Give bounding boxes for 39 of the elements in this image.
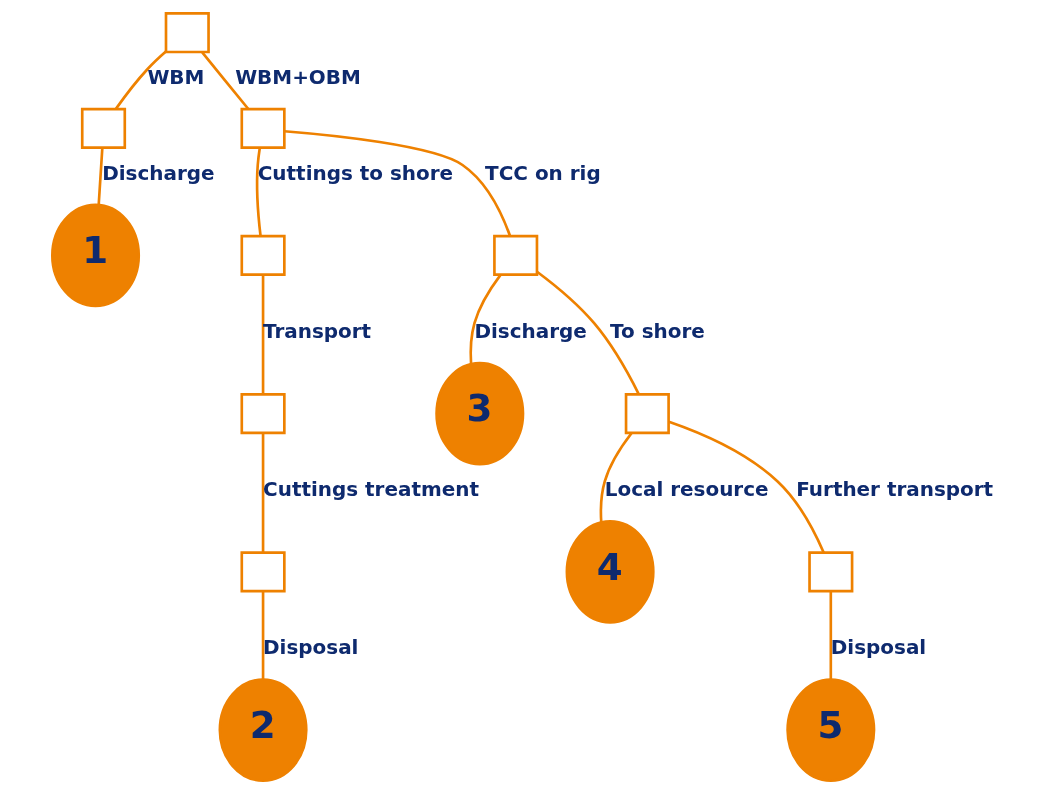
- edge-label: Disposal: [262, 635, 358, 660]
- node-ellipse: 5: [785, 678, 875, 782]
- node-ellipse: 3: [434, 361, 524, 466]
- edge-label: WBM: [146, 64, 204, 89]
- node-ellipse: 4: [565, 520, 655, 624]
- connector: [535, 270, 640, 395]
- connector: [114, 50, 167, 110]
- node-box: [807, 551, 853, 593]
- connector: [261, 275, 264, 395]
- edge-label: Local resource: [604, 477, 769, 502]
- connector: [283, 129, 511, 237]
- node-ellipse: 1: [50, 203, 140, 308]
- edge-label: TCC on rig: [484, 160, 601, 185]
- node-ellipse: 2: [218, 678, 308, 782]
- edge-label: Discharge: [473, 318, 587, 343]
- connector: [599, 432, 633, 523]
- edge-label: Disposal: [830, 635, 926, 660]
- connector: [96, 148, 104, 205]
- node-box: [624, 393, 670, 435]
- node-box: [239, 393, 286, 435]
- connector: [255, 147, 262, 237]
- connector: [261, 433, 264, 553]
- edge-label: Cuttings treatment: [262, 477, 479, 502]
- node-box: [164, 12, 210, 54]
- connector: [261, 591, 264, 680]
- node-box: [80, 107, 126, 150]
- node-box: [492, 234, 538, 276]
- connector: [200, 51, 249, 110]
- node-box: [239, 551, 286, 593]
- edge-label: WBM+OBM: [234, 64, 361, 89]
- connector: [828, 591, 832, 680]
- connector: [668, 420, 825, 553]
- edge-label: Cuttings to shore: [257, 160, 453, 185]
- edge-label: Discharge: [101, 160, 215, 185]
- connector: [468, 274, 501, 365]
- node-box: [239, 234, 286, 276]
- node-box: [239, 107, 286, 150]
- edge-label: To shore: [609, 318, 705, 343]
- edge-label: Further transport: [795, 477, 993, 502]
